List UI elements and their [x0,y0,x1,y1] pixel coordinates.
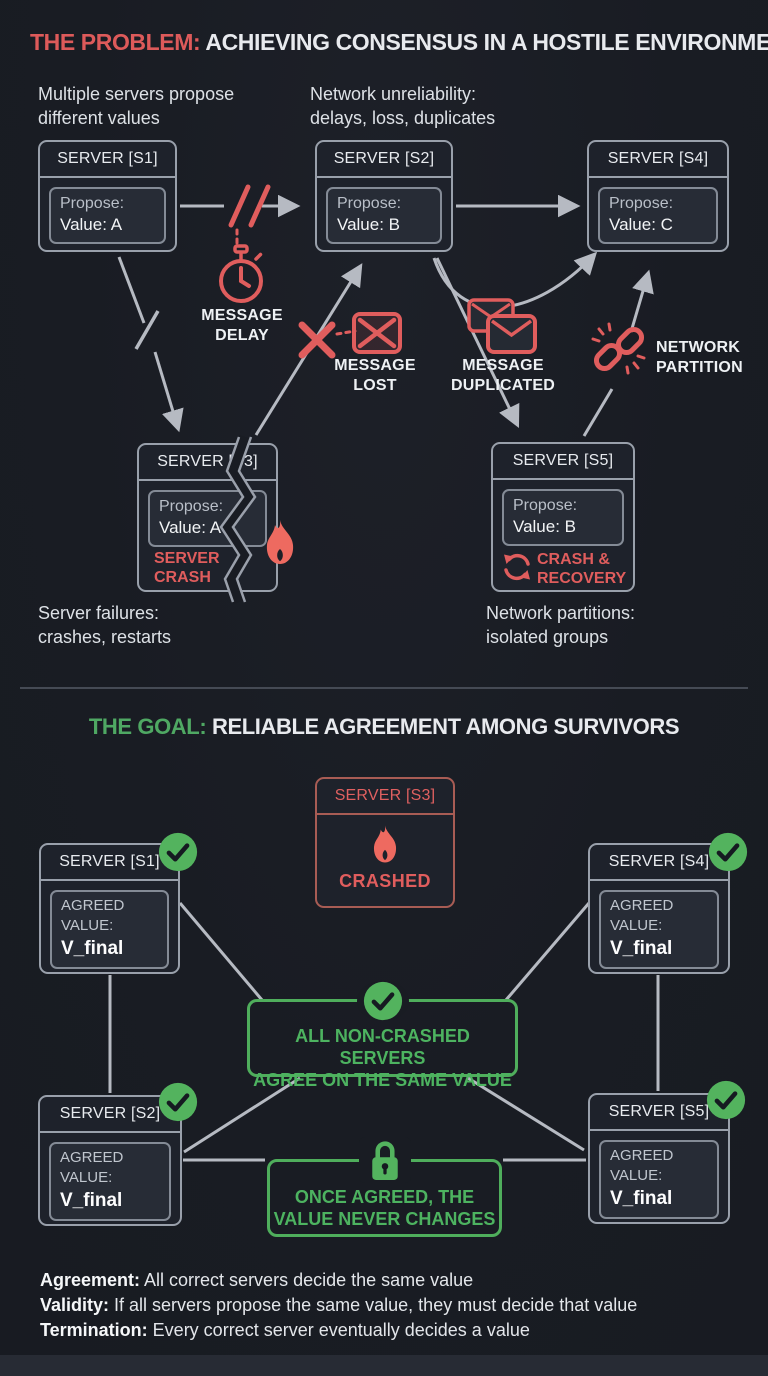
message-delay-label: MESSAGE DELAY [201,307,283,344]
caption-network: Network unreliability: delays, loss, dup… [310,84,496,128]
check-badge-icon [708,832,748,872]
caption-failures: Server failures: crashes, restarts [38,603,172,647]
property-validity: Validity: If all servers propose the sam… [40,1295,638,1315]
propose-box-s1: Propose: Value: A [49,187,166,244]
crashed-label: CRASHED [339,871,431,891]
agreed-box-s4: AGREED VALUE: V_final [599,890,719,969]
server-title-s1: SERVER [S1] [40,142,175,178]
duplicated-envelopes-icon [466,297,538,361]
caption-partitions: Network partitions: isolated groups [486,603,636,647]
agreement-statement-box: ALL NON-CRASHED SERVERS AGREE ON THE SAM… [247,981,518,1090]
agreed-server-card-s1: SERVER [S1] AGREED VALUE: V_final [39,832,198,974]
crack-graphic [219,435,257,604]
propose-box-s2: Propose: Value: B [326,187,442,244]
problem-title-rest: ACHIEVING CONSENSUS IN A HOSTILE ENVIRON… [200,29,768,55]
server-crash-label: SERVER CRASH [154,550,220,586]
property-termination: Termination: Every correct server eventu… [40,1320,530,1340]
lost-envelope-icon [351,309,403,362]
problem-title: THE PROBLEM: ACHIEVING CONSENSUS IN A HO… [30,29,768,56]
goal-title-rest: RELIABLE AGREEMENT AMONG SURVIVORS [206,714,680,739]
server-title-s4: SERVER [S4] [589,142,727,178]
message-duplicated-label: MESSAGE DUPLICATED [451,357,555,394]
crashed-server-title: SERVER [S3] [317,779,453,815]
property-agreement: Agreement: All correct servers decide th… [40,1270,474,1290]
propose-box-s3: Propose: Value: A [148,490,267,547]
recovery-icon [501,551,533,588]
server-card-s5: SERVER [S5] Propose: Value: B CRASH & RE… [491,442,635,592]
propose-box-s4: Propose: Value: C [598,187,718,244]
problem-title-accent: THE PROBLEM: [30,29,201,55]
fire-icon [261,514,299,575]
broken-chain-icon [589,319,649,384]
crash-recovery-label: CRASH & RECOVERY [537,551,627,587]
server-title-s2: SERVER [S2] [317,142,451,178]
lock-icon [358,1137,411,1183]
check-circle-icon [356,981,409,1021]
agreed-box-s2: AGREED VALUE: V_final [49,1142,171,1221]
server-card-s4: SERVER [S4] Propose: Value: C [587,140,729,252]
fire-icon [317,821,453,867]
agreed-box-s5: AGREED VALUE: V_final [599,1140,719,1219]
immutability-statement-box: ONCE AGREED, THE VALUE NEVER CHANGES [267,1137,502,1237]
consensus-properties: Agreement: All correct servers decide th… [40,1268,637,1343]
stopwatch-icon [217,244,265,309]
crashed-server-card-s3: SERVER [S3] CRASHED [315,777,455,908]
agreed-server-card-s2: SERVER [S2] AGREED VALUE: V_final [38,1082,198,1226]
agreed-server-card-s4: SERVER [S4] AGREED VALUE: V_final [588,832,748,974]
check-badge-icon [158,1082,198,1122]
message-lost-label: MESSAGE LOST [334,357,416,394]
goal-title: THE GOAL: RELIABLE AGREEMENT AMONG SURVI… [0,714,768,740]
agreed-server-card-s5: SERVER [S5] AGREED VALUE: V_final [588,1080,746,1224]
server-card-s3: SERVER [S3] Propose: Value: A SERVER CRA… [137,435,278,604]
network-partition-label: NETWORK PARTITION [656,339,743,376]
goal-title-accent: THE GOAL: [88,714,207,739]
server-card-s2: SERVER [S2] Propose: Value: B [315,140,453,252]
footer-strip [0,1355,768,1376]
propose-box-s5: Propose: Value: B [502,489,624,546]
server-title-s5: SERVER [S5] [493,444,633,480]
check-badge-icon [706,1080,746,1120]
agreed-box-s1: AGREED VALUE: V_final [50,890,169,969]
check-badge-icon [158,832,198,872]
caption-propose: Multiple servers propose different value… [38,84,235,128]
server-card-s1: SERVER [S1] Propose: Value: A [38,140,177,252]
